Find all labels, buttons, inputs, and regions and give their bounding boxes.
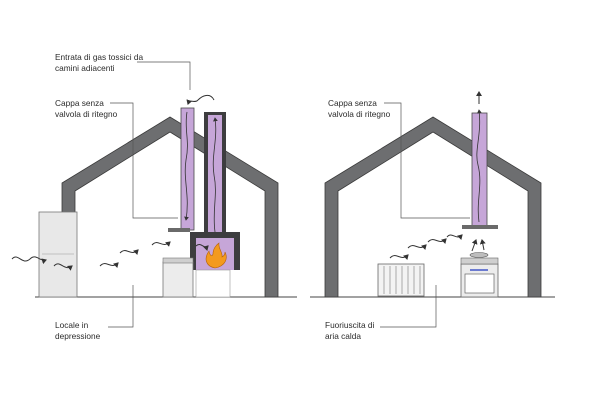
airflow-arrow — [389, 254, 409, 260]
airflow-arrow — [471, 239, 478, 252]
airflow-arrow — [99, 262, 119, 268]
leader-toxic-gas — [137, 61, 191, 90]
oven-icon — [460, 252, 499, 298]
chimney-inner — [208, 115, 222, 232]
left-stove — [162, 261, 194, 298]
gas-entry-arrow — [186, 94, 215, 105]
right-house-wall — [324, 116, 542, 298]
left-hood-duct — [180, 107, 195, 231]
label-warm-air: Fuoriuscita di aria calda — [325, 320, 375, 341]
left-hood — [168, 228, 190, 232]
leader-warm-air — [380, 285, 437, 328]
left-house — [11, 61, 297, 328]
airflow-arrow — [119, 249, 139, 255]
duct-flow — [184, 111, 189, 221]
label-toxic-gas: Entrata di gas tossici da camini adiacen… — [55, 52, 144, 73]
airflow-arrow — [479, 239, 486, 251]
label-room: Locale in depressione — [55, 320, 101, 341]
airflow-arrow — [11, 256, 47, 265]
right-house — [310, 91, 555, 328]
chimney-flow — [212, 117, 218, 233]
airflow-arrow — [151, 241, 171, 247]
left-stove-top — [162, 257, 194, 264]
label-hood-right: Cappa senza valvola di ritegno — [328, 98, 391, 119]
leader-hood-right — [384, 102, 470, 219]
cabinet — [38, 211, 78, 298]
hearth — [195, 269, 231, 298]
leader-hood-left — [110, 102, 178, 219]
right-hood — [462, 225, 498, 229]
airflow-arrow — [446, 234, 463, 240]
fireplace — [190, 232, 240, 270]
airflow-arrow — [53, 263, 73, 271]
fire-icon — [205, 242, 227, 269]
airflow-arrow — [407, 244, 427, 250]
duct-flow-up — [476, 109, 482, 223]
airflow-arrow — [427, 238, 447, 244]
radiator-icon — [377, 263, 425, 297]
airflow-arrow — [195, 243, 209, 251]
label-hood-left: Cappa senza valvola di ritegno — [55, 98, 118, 119]
leader-room — [108, 285, 134, 328]
